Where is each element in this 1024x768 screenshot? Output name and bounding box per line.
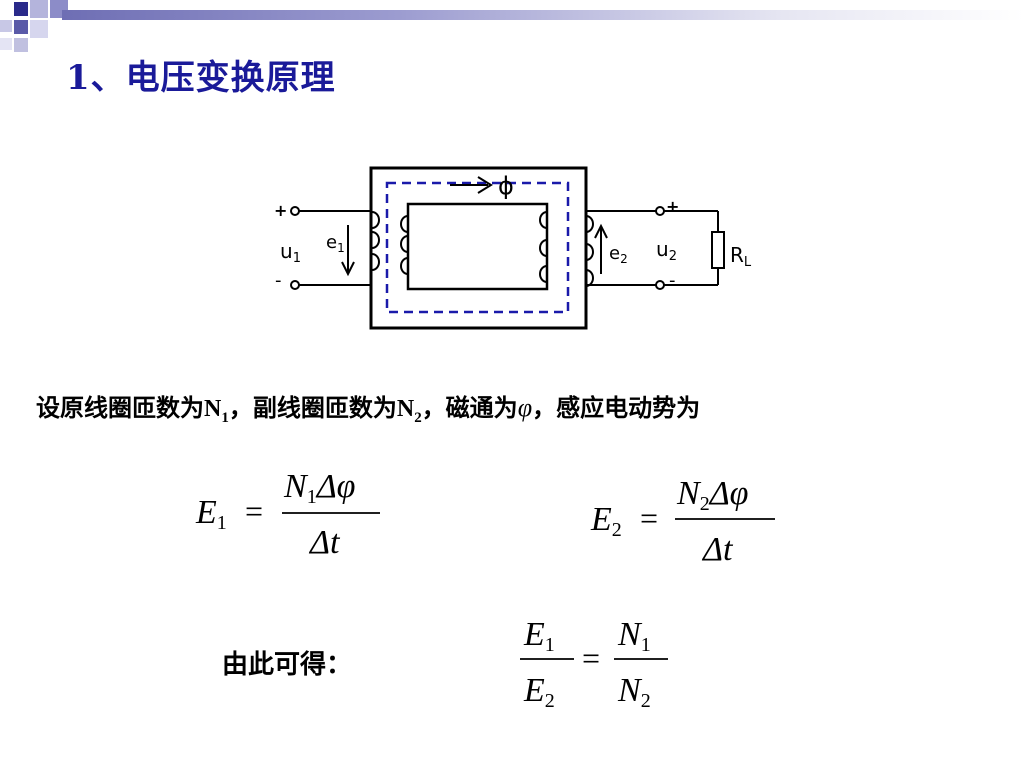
svg-text:=: = bbox=[640, 500, 658, 536]
formula-e1: E1 = N1Δφ Δt bbox=[195, 468, 380, 561]
svg-text:N1Δφ: N1Δφ bbox=[283, 468, 355, 508]
e2-label: e2 bbox=[609, 243, 628, 266]
svg-text:N1: N1 bbox=[617, 616, 651, 656]
terminal-primary-top bbox=[290, 206, 300, 216]
svg-text:+: + bbox=[274, 201, 287, 220]
title-bar-gradient bbox=[62, 10, 1024, 20]
core-inner bbox=[406, 202, 549, 291]
e1-label: e1 bbox=[326, 232, 345, 255]
svg-text:E2: E2 bbox=[590, 501, 622, 541]
conclusion-label: 由此可得： bbox=[222, 650, 353, 680]
core-outer bbox=[369, 166, 588, 330]
flux-path bbox=[385, 181, 570, 314]
transformer-diagram: ϕ + - u1 e1 bbox=[274, 166, 752, 330]
e2-arrow bbox=[594, 223, 608, 274]
terminal-primary-bottom bbox=[290, 280, 300, 290]
terminal-secondary-bottom bbox=[655, 280, 665, 290]
svg-text:Δt: Δt bbox=[308, 524, 341, 561]
primary-winding bbox=[371, 211, 409, 275]
u2-label: u2 bbox=[656, 237, 677, 264]
svg-text:=: = bbox=[245, 493, 263, 529]
formula-ratio: E1 E2 = N1 N2 bbox=[520, 616, 668, 712]
terminal-secondary-top bbox=[655, 206, 665, 216]
svg-text:-: - bbox=[275, 270, 282, 291]
page-title: 1、电压变换原理 bbox=[66, 58, 336, 98]
intro-sentence: 设原线圈匝数为N1，副线圈匝数为N2，磁通为φ，感应电动势为 bbox=[36, 393, 701, 426]
svg-text:E1: E1 bbox=[195, 494, 227, 534]
svg-text:=: = bbox=[582, 640, 600, 676]
load-resistor bbox=[711, 231, 725, 269]
svg-text:Δt: Δt bbox=[701, 531, 734, 568]
svg-text:N2Δφ: N2Δφ bbox=[676, 475, 748, 515]
rl-label: RL bbox=[730, 243, 752, 270]
formula-e2: E2 = N2Δφ Δt bbox=[590, 475, 775, 568]
u1-label: u1 bbox=[280, 239, 301, 266]
svg-text:E2: E2 bbox=[523, 672, 555, 712]
svg-text:E1: E1 bbox=[523, 616, 555, 656]
svg-text:N2: N2 bbox=[617, 672, 651, 712]
secondary-winding bbox=[539, 211, 594, 287]
svg-text:+: + bbox=[666, 197, 679, 216]
flux-label: ϕ bbox=[498, 172, 514, 200]
flux-arrow bbox=[450, 176, 493, 194]
e1-arrow bbox=[341, 225, 355, 277]
svg-text:-: - bbox=[669, 270, 676, 291]
corner-decoration bbox=[0, 0, 80, 60]
